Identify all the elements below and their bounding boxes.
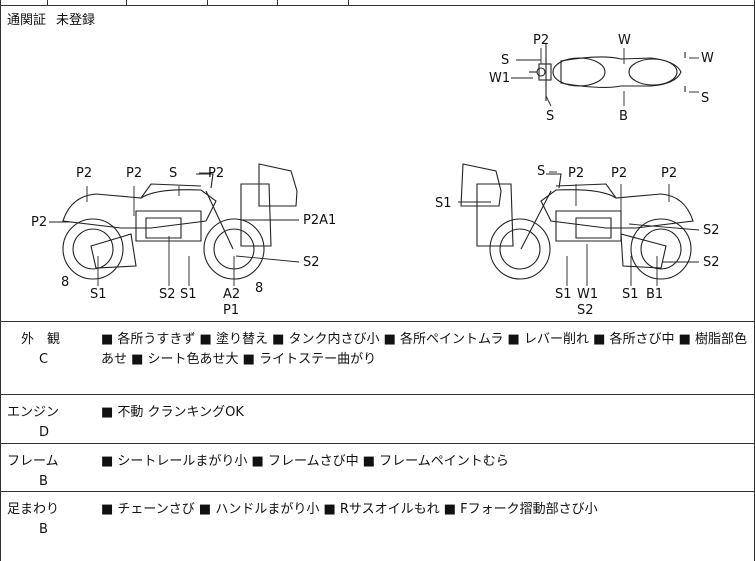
section-grade: B: [39, 522, 48, 537]
section-name: 足まわり: [7, 502, 60, 517]
left-label: P2: [31, 215, 47, 230]
motorcycle-left-view-icon: [62, 163, 298, 280]
right-label: S1: [555, 287, 572, 302]
right-label: S2: [703, 255, 720, 270]
section-description: ■ チェーンさび ■ ハンドルまがり小 ■ Rサスオイルもれ ■ Fフォーク摺動…: [101, 502, 598, 517]
right-label: P2: [661, 166, 677, 181]
left-label: S2: [303, 255, 320, 270]
left-label: P2: [76, 166, 92, 181]
motorcycle-diagrams: P2 W S W W1 S S B P2 P2 P2 S P2 P2A1 S2 …: [31, 33, 720, 318]
left-label: S1: [90, 287, 107, 302]
right-label: S: [537, 164, 545, 179]
section-description: ■ 各所うすきず ■ 塗り替え ■ タンク内さび小 ■ 各所ペイントムラ ■ レ…: [101, 332, 748, 367]
top-label: S: [701, 91, 709, 106]
section-frame: フレーム B ■ シートレールまがり小 ■ フレームさび中 ■ フレームペイント…: [1, 444, 755, 492]
left-label: P2: [126, 166, 142, 181]
top-label: B: [619, 109, 628, 124]
left-label: 8: [255, 281, 263, 296]
section-grade: D: [39, 425, 50, 440]
section-category: フレーム B: [7, 452, 82, 492]
section-category: 外 観 C: [7, 330, 82, 370]
section-name: 外 観: [21, 332, 61, 347]
section-suspension: 足まわり B ■ チェーンさび ■ ハンドルまがり小 ■ Rサスオイルもれ ■ …: [1, 492, 755, 561]
section-description: ■ 不動 クランキングOK: [101, 405, 244, 420]
motorcycle-top-view-icon: [529, 44, 686, 101]
section-grade: C: [39, 352, 49, 367]
left-label: S: [169, 166, 177, 181]
section-name: フレーム: [7, 454, 59, 469]
top-label: S: [501, 53, 509, 68]
left-label: S1: [180, 287, 197, 302]
right-label: S2: [703, 223, 720, 238]
customs-status: 通関証未登録: [7, 9, 95, 28]
right-label: P2: [611, 166, 627, 181]
section-exterior: 外 観 C ■ 各所うすきず ■ 塗り替え ■ タンク内さび小 ■ 各所ペイント…: [1, 322, 755, 395]
top-table-edge: [1, 0, 755, 6]
right-label: B1: [646, 287, 663, 302]
section-engine: エンジン D ■ 不動 クランキングOK: [1, 395, 755, 444]
right-label: W1: [577, 287, 598, 302]
customs-label: 通関証: [7, 13, 47, 28]
section-grade: B: [39, 474, 48, 489]
left-label: S2: [159, 287, 176, 302]
top-label: W: [618, 33, 631, 48]
right-label: S2: [577, 303, 594, 318]
left-label: P1: [223, 303, 239, 318]
section-name: エンジン: [7, 405, 60, 420]
top-label: W1: [489, 71, 510, 86]
customs-value: 未登録: [56, 13, 96, 28]
left-label: A2: [223, 287, 240, 302]
right-label: P2: [568, 166, 584, 181]
top-label: S: [546, 109, 554, 124]
top-label: W: [701, 51, 714, 66]
damage-diagram: 通関証未登録: [1, 6, 755, 322]
left-label: P2A1: [303, 213, 336, 228]
section-category: エンジン D: [7, 403, 82, 443]
motorcycle-right-view-icon: [460, 163, 694, 280]
top-label: P2: [533, 33, 549, 48]
left-label: 8: [61, 275, 69, 290]
section-description: ■ シートレールまがり小 ■ フレームさび中 ■ フレームペイントむら: [101, 454, 509, 469]
section-category: 足まわり B: [7, 500, 82, 540]
right-label: S1: [622, 287, 639, 302]
left-label: P2: [208, 166, 224, 181]
right-label: S1: [435, 196, 452, 211]
